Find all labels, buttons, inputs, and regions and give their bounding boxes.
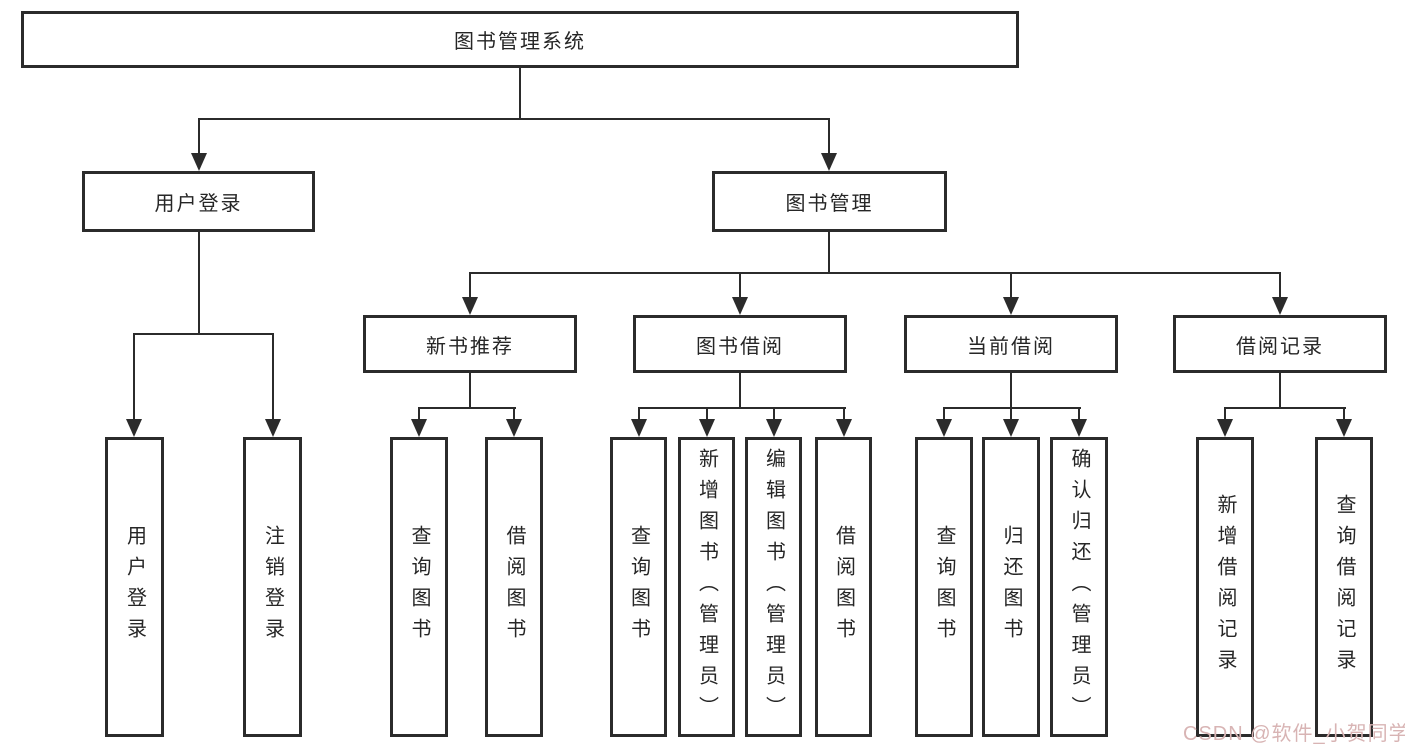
connector-line (418, 407, 516, 409)
leaf-edit-books-admin: 编辑图书（管理员） (745, 437, 802, 737)
leaf-user-login-label: 用户登录 (123, 525, 146, 649)
node-book-management: 图书管理 (712, 171, 947, 232)
arrow-down-icon (411, 419, 427, 437)
connector-line (133, 333, 274, 335)
connector-line (198, 232, 200, 335)
leaf-confirm-return-admin-label: 确认归还（管理员） (1068, 447, 1090, 727)
arrow-down-icon (1272, 297, 1288, 315)
leaf-add-borrow-record-label: 新增借阅记录 (1214, 494, 1236, 680)
leaf-edit-books-admin-label: 编辑图书（管理员） (762, 447, 785, 727)
connector-line (469, 272, 1281, 274)
connector-line (1343, 407, 1345, 423)
leaf-user-login: 用户登录 (105, 437, 164, 737)
connector-line (638, 407, 640, 423)
leaf-query-borrow-record-label: 查询借阅记录 (1333, 494, 1355, 680)
leaf-borrow-query-books-label: 查询图书 (627, 525, 650, 649)
connector-line (828, 118, 830, 158)
connector-line (1078, 407, 1080, 423)
connector-line (469, 272, 471, 302)
leaf-return-books-label: 归还图书 (1000, 525, 1022, 649)
arrow-down-icon (1003, 297, 1019, 315)
node-root: 图书管理系统 (21, 11, 1019, 68)
connector-line (843, 407, 845, 423)
arrow-down-icon (191, 153, 207, 171)
connector-line (638, 407, 846, 409)
arrow-down-icon (699, 419, 715, 437)
leaf-logout: 注销登录 (243, 437, 302, 737)
leaf-query-borrow-record: 查询借阅记录 (1315, 437, 1373, 737)
connector-line (943, 407, 1081, 409)
arrow-down-icon (732, 297, 748, 315)
arrow-down-icon (265, 419, 281, 437)
connector-line (706, 407, 708, 423)
connector-line (469, 373, 471, 409)
leaf-recommend-query-books-label: 查询图书 (408, 525, 430, 649)
node-user-login-label: 用户登录 (154, 193, 243, 215)
leaf-add-borrow-record: 新增借阅记录 (1196, 437, 1254, 737)
leaf-recommend-query-books: 查询图书 (390, 437, 448, 737)
arrow-down-icon (462, 297, 478, 315)
arrow-down-icon (1336, 419, 1352, 437)
csdn-watermark: CSDN @软件_小贺同学 (1183, 723, 1405, 745)
node-root-label: 图书管理系统 (454, 31, 586, 53)
node-current-borrow: 当前借阅 (904, 315, 1118, 373)
leaf-return-books: 归还图书 (982, 437, 1040, 737)
node-new-book-recommend: 新书推荐 (363, 315, 577, 373)
node-borrow-records-label: 借阅记录 (1236, 335, 1324, 358)
connector-line (513, 407, 515, 423)
leaf-add-books-admin-label: 新增图书（管理员） (695, 447, 718, 727)
node-borrow-records: 借阅记录 (1173, 315, 1387, 373)
connector-line (198, 118, 200, 158)
connector-line (272, 333, 274, 423)
connector-line (198, 118, 830, 120)
connector-line (828, 232, 830, 274)
leaf-borrow-borrow-books-label: 借阅图书 (832, 525, 855, 649)
connector-line (1279, 272, 1281, 302)
leaf-current-query-books-label: 查询图书 (933, 525, 955, 649)
leaf-recommend-borrow-books-label: 借阅图书 (503, 525, 525, 649)
connector-line (739, 373, 741, 409)
arrow-down-icon (821, 153, 837, 171)
connector-line (1010, 272, 1012, 302)
arrow-down-icon (766, 419, 782, 437)
node-book-borrow: 图书借阅 (633, 315, 847, 373)
leaf-borrow-borrow-books: 借阅图书 (815, 437, 872, 737)
leaf-logout-label: 注销登录 (261, 525, 284, 649)
arrow-down-icon (1217, 419, 1233, 437)
leaf-recommend-borrow-books: 借阅图书 (485, 437, 543, 737)
connector-line (418, 407, 420, 423)
connector-line (1010, 373, 1012, 409)
leaf-add-books-admin: 新增图书（管理员） (678, 437, 735, 737)
node-book-borrow-label: 图书借阅 (696, 335, 784, 358)
connector-line (739, 272, 741, 302)
connector-line (133, 333, 135, 423)
node-new-book-recommend-label: 新书推荐 (426, 335, 514, 358)
node-user-login: 用户登录 (82, 171, 315, 232)
arrow-down-icon (126, 419, 142, 437)
node-current-borrow-label: 当前借阅 (967, 335, 1055, 358)
connector-line (1279, 373, 1281, 409)
arrow-down-icon (506, 419, 522, 437)
arrow-down-icon (836, 419, 852, 437)
connector-line (1010, 407, 1012, 423)
connector-line (943, 407, 945, 423)
arrow-down-icon (936, 419, 952, 437)
connector-line (1224, 407, 1346, 409)
leaf-confirm-return-admin: 确认归还（管理员） (1050, 437, 1108, 737)
arrow-down-icon (1003, 419, 1019, 437)
connector-line (773, 407, 775, 423)
connector-line (519, 68, 521, 120)
leaf-borrow-query-books: 查询图书 (610, 437, 667, 737)
node-book-management-label: 图书管理 (785, 193, 874, 215)
connector-line (1224, 407, 1226, 423)
arrow-down-icon (631, 419, 647, 437)
leaf-current-query-books: 查询图书 (915, 437, 973, 737)
arrow-down-icon (1071, 419, 1087, 437)
